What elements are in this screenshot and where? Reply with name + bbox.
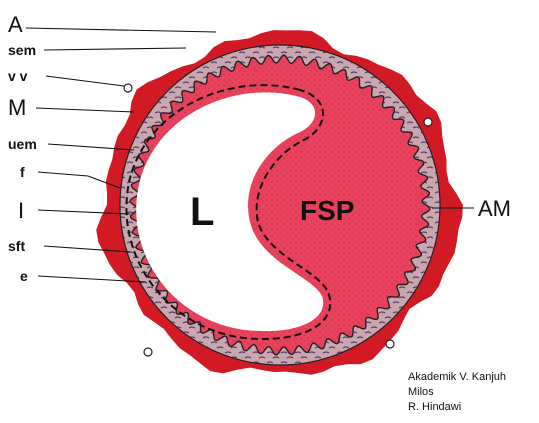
label-A: A — [8, 12, 23, 37]
label-sft: sft — [8, 238, 25, 254]
label-vv: v v — [8, 68, 28, 84]
label-AM: AM — [478, 196, 511, 221]
credit-line-1: Akademik V. Kanjuh — [408, 370, 506, 385]
credit-line-3: R. Hindawi — [408, 400, 506, 415]
vasa-vasorum — [386, 340, 394, 348]
label-L: L — [190, 190, 214, 234]
label-I: I — [18, 198, 24, 223]
label-sem: sem — [8, 42, 36, 58]
vasa-vasorum — [124, 84, 132, 92]
label-FSP: FSP — [300, 195, 354, 226]
label-e: e — [20, 268, 28, 284]
credit-line-2: Milos — [408, 385, 506, 400]
vasa-vasorum — [144, 348, 152, 356]
label-uem: uem — [8, 136, 37, 152]
credits: Akademik V. Kanjuh Milos R. Hindawi — [408, 370, 506, 415]
label-f: f — [20, 164, 25, 180]
label-M: M — [8, 95, 26, 120]
vasa-vasorum — [424, 118, 432, 126]
